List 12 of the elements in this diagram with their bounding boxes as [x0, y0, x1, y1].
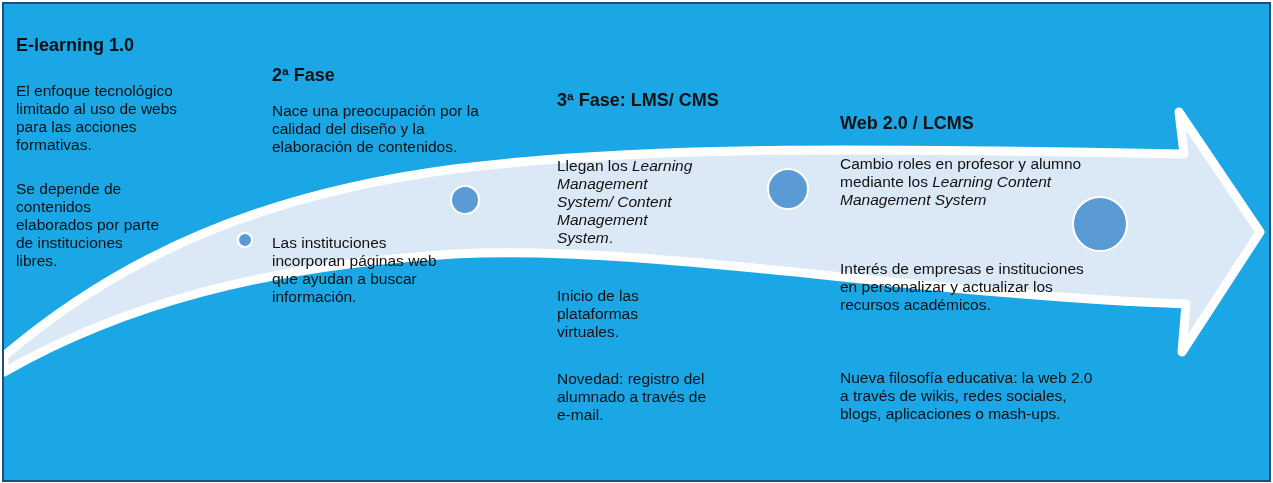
- description-text: Nace una preocupación por la calidad del diseño y la elaboración de contenidos.: [272, 102, 480, 156]
- phase-heading: Web 2.0 / LCMS: [840, 112, 975, 134]
- description-text: Llegan los Learning Management System/ Content Management System.: [557, 157, 694, 247]
- description-text: El enfoque tecnológico limitado al uso de webs para las acciones formativas.: [16, 82, 179, 154]
- phase-heading: 2ª Fase: [272, 64, 336, 86]
- description-text: Cambio roles en profesor y alumno mediante los Learning Content Management System: [840, 155, 1083, 209]
- description-text: Nueva filosofía educativa: la web 2.0 a través de wikis, redes sociales, blogs, aplicaciones o mash-ups.: [840, 369, 1094, 423]
- phase-heading: E-learning 1.0: [16, 34, 136, 56]
- phase-heading: 3ª Fase: LMS/ CMS: [557, 89, 720, 111]
- description-text: Novedad: registro del alumnado a través de e-mail.: [557, 370, 707, 424]
- description-text: Inicio de las plataformas virtuales.: [557, 287, 640, 341]
- description-text: Se depende de contenidos elaborados por parte de instituciones libres.: [16, 180, 161, 270]
